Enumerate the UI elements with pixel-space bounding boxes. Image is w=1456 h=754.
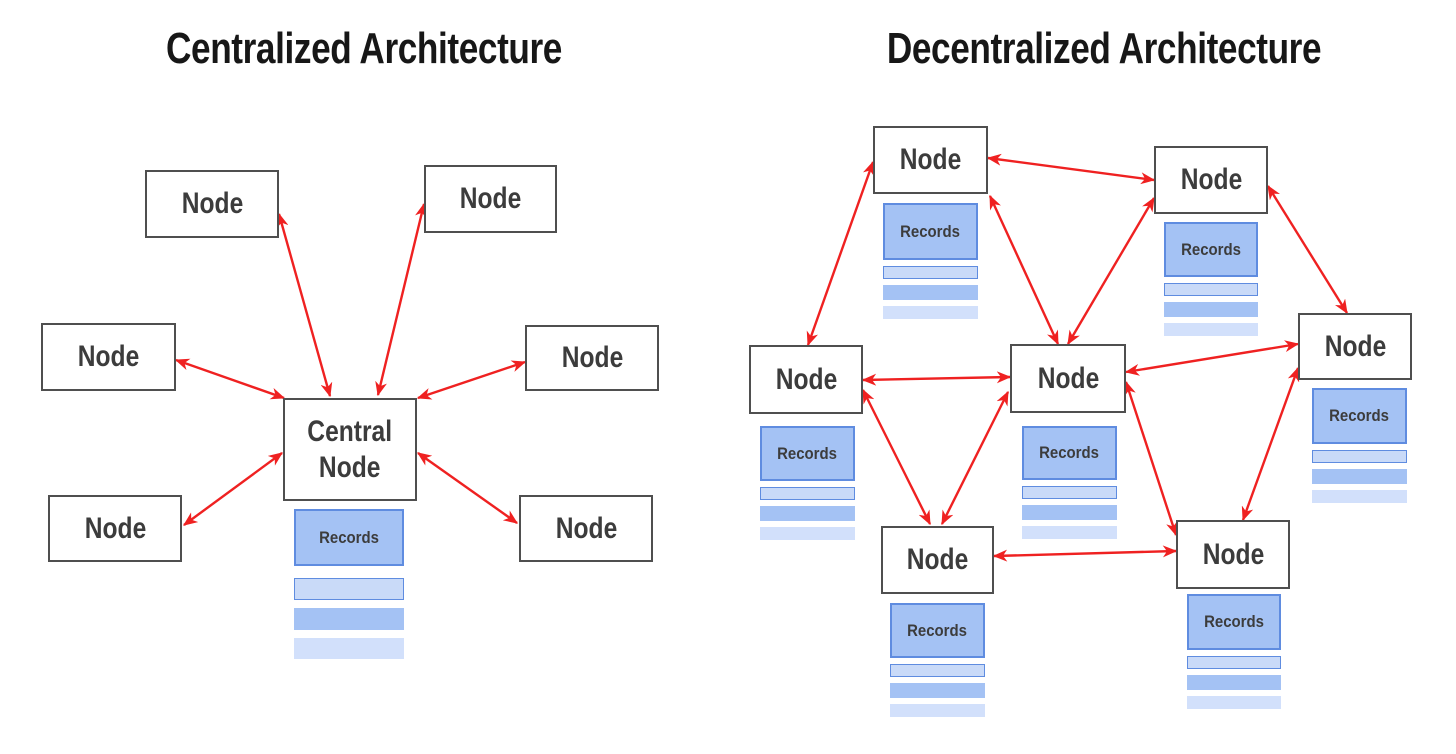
decentralized-node-4-box: Node	[749, 345, 863, 414]
decentralized-node-1-records-strip-2	[883, 285, 978, 300]
decentralized-connection-arrow-9	[940, 390, 1010, 526]
decentralized-node-1-records-strip-3	[883, 306, 978, 319]
decentralized-node-4-label: Node	[775, 362, 837, 396]
decentralized-node-3-records-box: Records	[1312, 388, 1407, 444]
decentralized-connection-arrow-6	[1124, 340, 1300, 376]
central-node-records-strip-1	[294, 578, 404, 600]
decentralized-connection-arrow-7	[861, 371, 1012, 386]
centralized-node-bottom-left-box: Node	[48, 495, 182, 562]
decentralized-node-1-records-label: Records	[900, 221, 961, 241]
decentralized-node-6-records-strip-2	[890, 683, 985, 698]
decentralized-node-1-records-box: Records	[883, 203, 978, 260]
centralized-node-bottom-right-label: Node	[555, 511, 617, 545]
decentralized-node-4-records-strip-3	[760, 527, 855, 540]
decentralized-node-6-records-label: Records	[907, 620, 968, 640]
centralized-title: Centralized Architecture	[166, 24, 562, 73]
decentralized-node-1-box: Node	[873, 126, 988, 194]
decentralized-node-4-records-label: Records	[777, 443, 838, 463]
central-node-records-strip-3	[294, 638, 404, 659]
centralized-connection-arrow-2	[375, 202, 427, 397]
decentralized-node-3-records-strip-1	[1312, 450, 1407, 463]
central-node-records-label: Records	[319, 527, 379, 547]
decentralized-node-6-label: Node	[906, 543, 969, 576]
decentralized-node-3-records-strip-3	[1312, 490, 1407, 503]
decentralized-node-7-records-strip-3	[1187, 696, 1281, 709]
decentralized-node-7-box: Node	[1176, 520, 1290, 589]
decentralized-node-1-label: Node	[899, 143, 962, 176]
decentralized-node-1-records-strip-1	[883, 266, 978, 279]
decentralized-node-5-records-strip-2	[1022, 505, 1117, 520]
centralized-node-top-left-box: Node	[145, 170, 279, 238]
decentralized-node-2-records-strip-3	[1164, 323, 1258, 336]
decentralized-connection-arrow-12	[1241, 366, 1300, 522]
decentralized-node-4-records-strip-2	[760, 506, 855, 521]
centralized-node-top-right-box: Node	[424, 165, 557, 233]
decentralized-node-2-box: Node	[1154, 146, 1268, 214]
decentralized-node-6-records-strip-1	[890, 664, 985, 677]
decentralized-node-2-records-strip-1	[1164, 283, 1258, 296]
decentralized-node-4-records-strip-1	[760, 487, 855, 500]
decentralized-node-2-label: Node	[1180, 163, 1242, 196]
decentralized-node-7-records-box: Records	[1187, 594, 1281, 650]
centralized-connection-arrow-4	[416, 360, 527, 400]
decentralized-node-5-records-strip-1	[1022, 486, 1117, 499]
decentralized-node-2-records-box: Records	[1164, 222, 1258, 277]
decentralized-node-3-label: Node	[1324, 329, 1386, 363]
decentralized-node-5-box: Node	[1010, 344, 1126, 413]
decentralized-node-3-records-strip-2	[1312, 469, 1407, 484]
decentralized-node-7-records-strip-1	[1187, 656, 1281, 669]
decentralized-node-5-records-box: Records	[1022, 426, 1117, 480]
decentralized-node-5-records-strip-3	[1022, 526, 1117, 539]
centralized-node-top-right-label: Node	[459, 182, 522, 215]
decentralized-node-6-box: Node	[881, 526, 994, 594]
central-node-records-strip-2	[294, 608, 404, 630]
decentralized-connection-arrow-1	[986, 153, 1156, 185]
decentralized-connection-arrow-10	[1124, 380, 1178, 537]
centralized-node-mid-left-box: Node	[41, 323, 176, 391]
centralized-node-mid-right-label: Node	[561, 341, 623, 374]
decentralized-node-7-label: Node	[1202, 537, 1264, 571]
centralized-node-mid-left-label: Node	[77, 340, 140, 373]
decentralized-node-5-records-label: Records	[1039, 443, 1100, 462]
centralized-connection-arrow-3	[174, 358, 286, 400]
centralized-connection-arrow-1	[276, 212, 333, 398]
decentralized-node-7-records-strip-2	[1187, 675, 1281, 690]
centralized-node-bottom-right-box: Node	[519, 495, 653, 562]
centralized-connection-arrow-5	[183, 452, 283, 526]
decentralized-connection-arrow-11	[992, 545, 1178, 562]
decentralized-node-6-records-strip-3	[890, 704, 985, 717]
decentralized-connection-arrow-2	[806, 160, 875, 347]
decentralized-node-2-records-label: Records	[1181, 239, 1241, 259]
decentralized-title: Decentralized Architecture	[886, 24, 1322, 73]
decentralized-node-2-records-strip-2	[1164, 302, 1258, 317]
decentralized-node-5-label: Node	[1037, 361, 1099, 395]
decentralized-connection-arrow-4	[1066, 196, 1156, 346]
central-node-records-box: Records	[294, 509, 404, 566]
centralized-node-mid-right-box: Node	[525, 325, 659, 391]
decentralized-node-4-records-box: Records	[760, 426, 855, 481]
decentralized-connection-arrow-5	[1266, 184, 1349, 315]
decentralized-node-7-records-label: Records	[1204, 612, 1264, 631]
decentralized-node-3-records-label: Records	[1329, 406, 1390, 425]
centralized-node-top-left-label: Node	[181, 187, 243, 220]
decentralized-node-3-box: Node	[1298, 313, 1412, 380]
decentralized-node-6-records-box: Records	[890, 603, 985, 658]
centralized-connection-arrow-6	[417, 452, 518, 524]
centralized-node-bottom-left-label: Node	[84, 511, 146, 545]
decentralized-connection-arrow-8	[861, 388, 932, 526]
decentralized-connection-arrow-3	[988, 194, 1060, 346]
